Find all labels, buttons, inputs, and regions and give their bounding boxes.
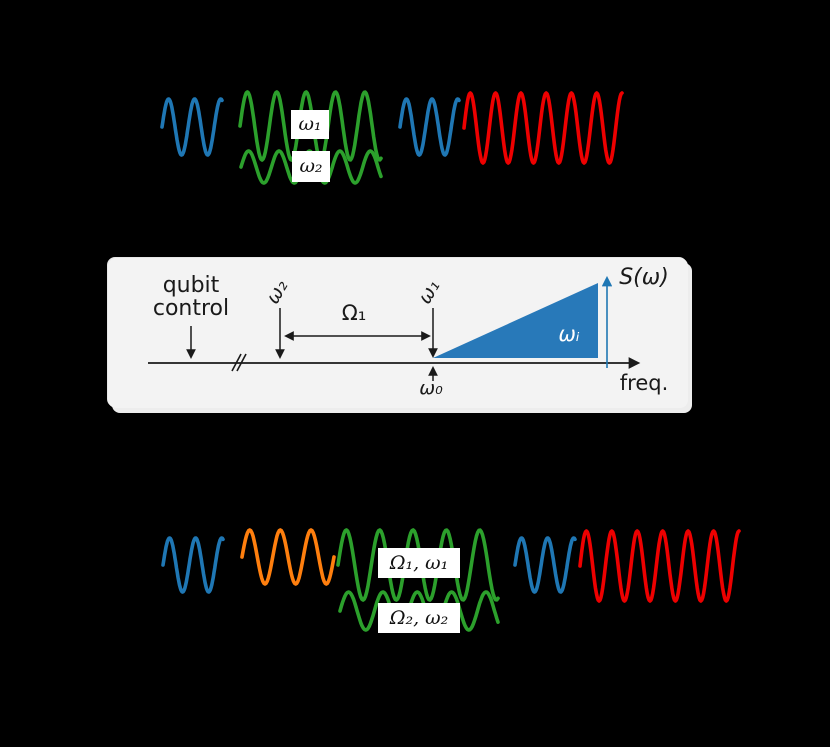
top-blue-pulse-1 <box>160 97 224 157</box>
spectral-density-label: S(ω) <box>619 264 669 290</box>
bottom-green-pulse-2 <box>338 590 500 632</box>
omega-i-label: ωᵢ <box>558 322 580 346</box>
spectrum-axes <box>148 275 641 381</box>
top-green-pulse-w1 <box>238 90 383 162</box>
bottom-omega1-label: Ω₁, ω₁ <box>378 548 460 578</box>
bottom-green-pulse-1 <box>336 528 500 602</box>
bottom-blue-pulse-2 <box>513 536 577 594</box>
omega0-label: ω₀ <box>419 377 443 399</box>
bottom-blue-pulse-1 <box>161 536 225 594</box>
detuning-omega1-label: Ω₁ <box>341 301 367 325</box>
freq-axis-label: freq. <box>619 371 669 395</box>
top-omega2-label: ω₂ <box>292 151 330 182</box>
qubit-control-label: qubit control <box>144 274 238 320</box>
top-omega1-label: ω₁ <box>291 110 329 139</box>
qubit-control-line1: qubit <box>162 273 220 298</box>
spectrum-triangle <box>433 283 598 358</box>
bottom-omega2-label: Ω₂, ω₂ <box>378 603 460 633</box>
bottom-red-pulse <box>578 529 741 603</box>
top-red-pulse <box>462 91 624 165</box>
frequency-spectrum-panel: qubit control ω₂ ω₁ Ω₁ ω₀ ωᵢ S(ω) freq. <box>108 258 688 408</box>
bottom-orange-pulse <box>240 528 336 586</box>
top-blue-pulse-2 <box>398 97 461 157</box>
axis-break-icon <box>231 353 247 372</box>
qubit-control-line2: control <box>152 296 230 322</box>
